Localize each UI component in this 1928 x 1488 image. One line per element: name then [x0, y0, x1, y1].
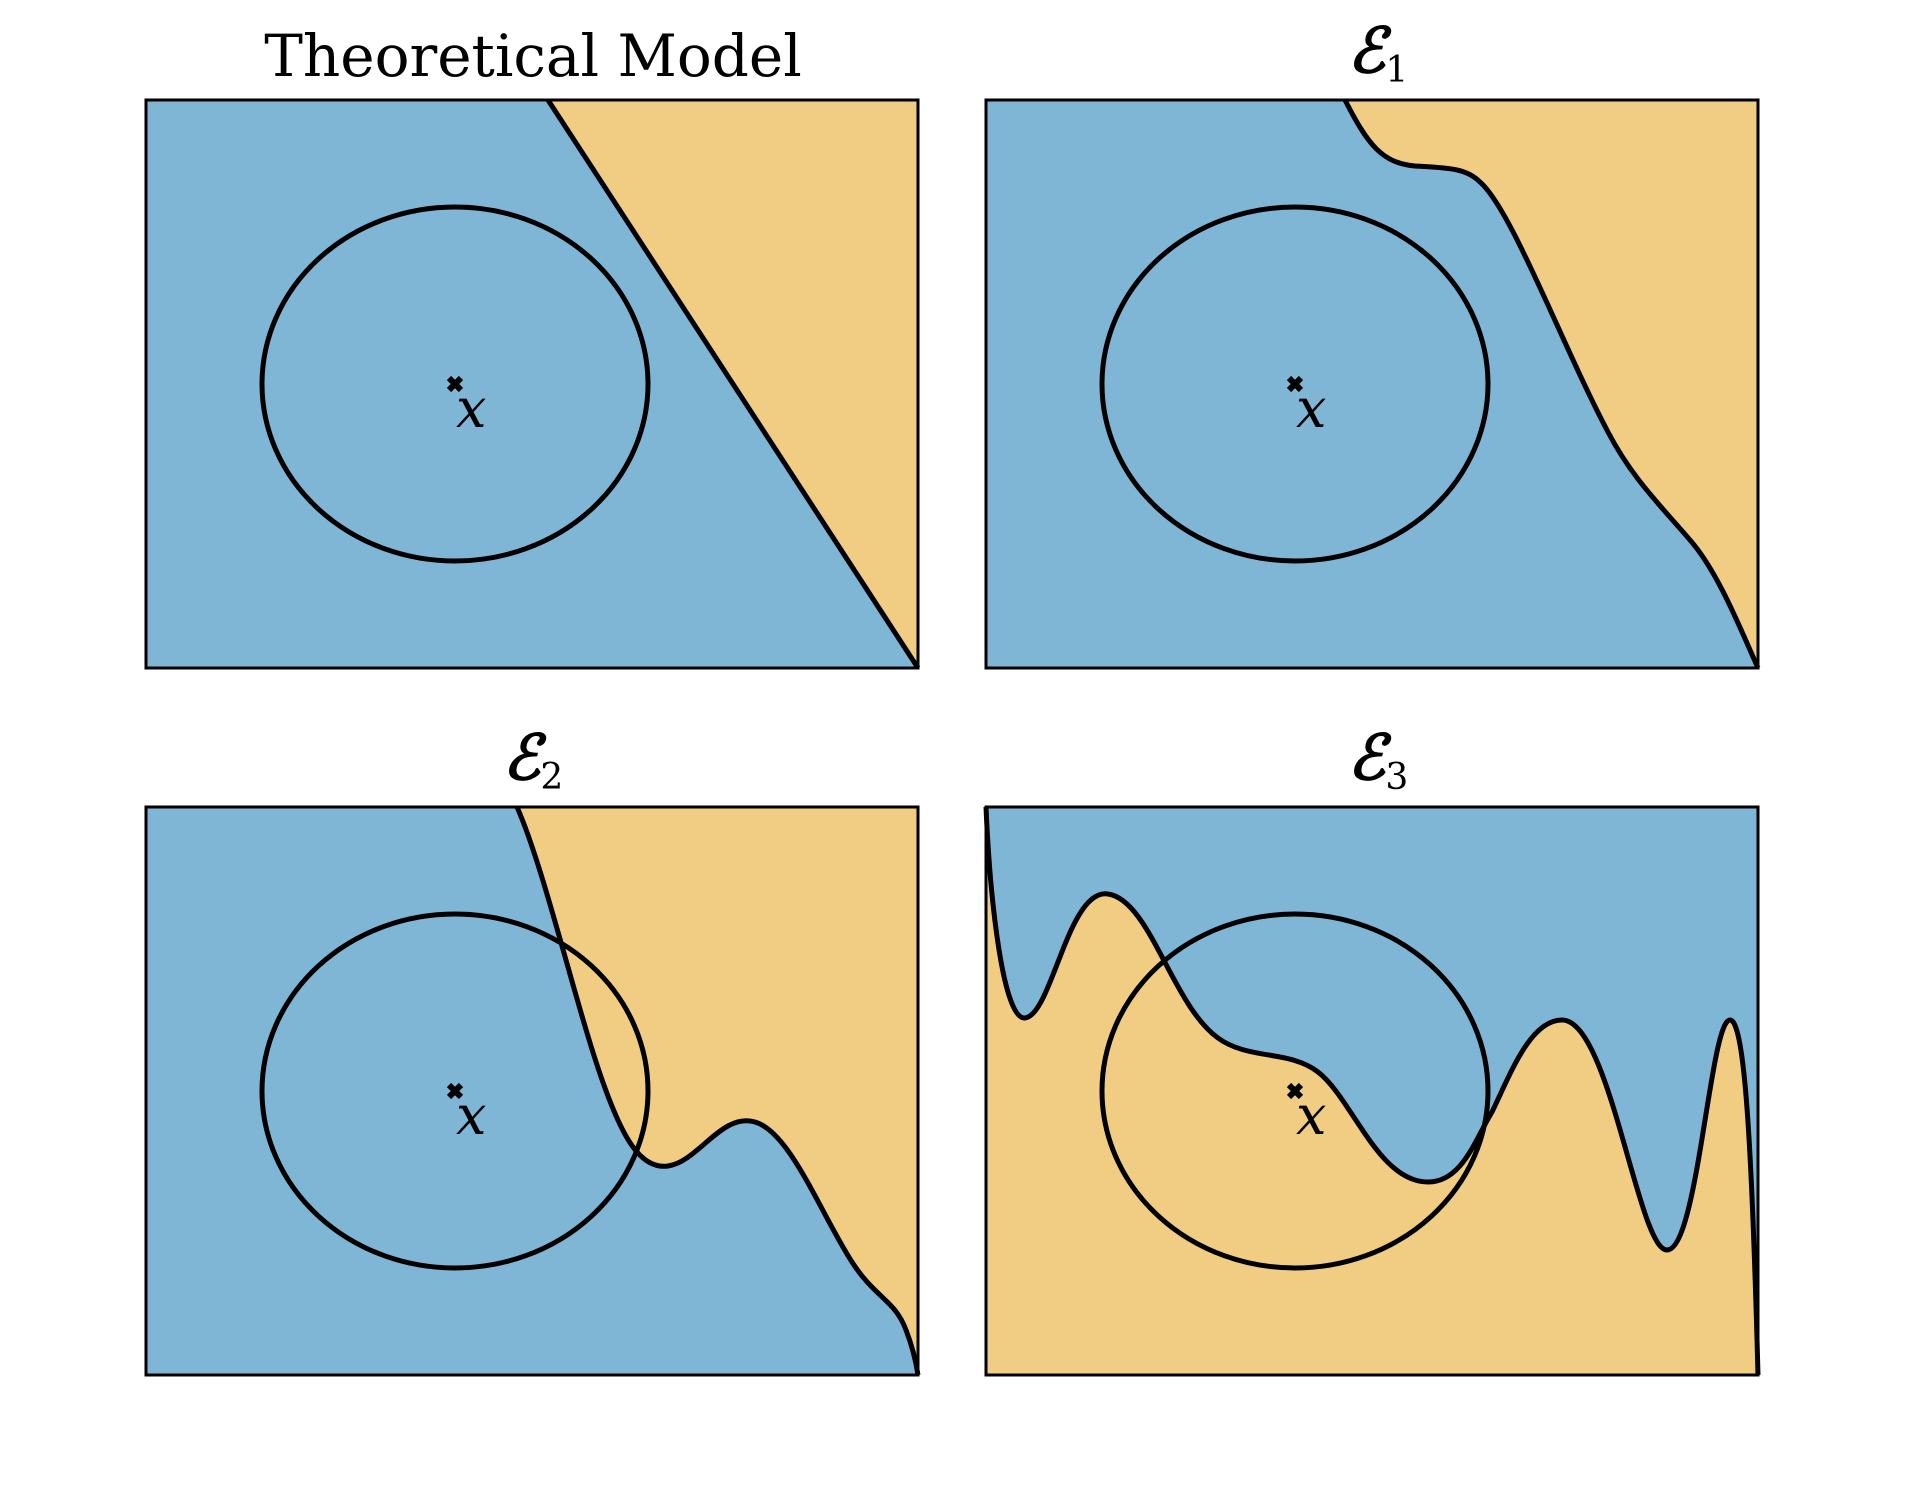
decision-boundary	[983, 806, 1761, 1376]
perturbation-ball	[1099, 911, 1491, 1271]
perturbation-ball	[1099, 204, 1491, 564]
point-label: x	[1296, 1084, 1326, 1147]
decision-boundary	[1342, 98, 1761, 670]
panel-e1: ℰ1 x	[984, 14, 1761, 670]
decision-boundary	[514, 805, 921, 1376]
axes-frame	[984, 805, 1760, 1377]
point-marker-icon	[1286, 375, 1304, 393]
title-subscript: 2	[540, 757, 563, 798]
point-marker-icon	[1286, 1082, 1304, 1100]
panel-theoretical: Theoretical Model x	[144, 22, 921, 670]
panel-e2: ℰ2 x	[144, 721, 921, 1377]
region-b	[1345, 100, 1758, 668]
decision-boundary	[545, 98, 921, 670]
point-marker-icon	[446, 1082, 464, 1100]
axes-frame	[144, 805, 920, 1377]
point-label: x	[1296, 377, 1326, 440]
perturbation-ball	[259, 204, 651, 564]
perturbation-ball	[259, 911, 651, 1271]
title-symbol: ℰ	[1348, 721, 1392, 794]
point-label: x	[456, 377, 486, 440]
panel-title-e2: ℰ2	[503, 721, 563, 798]
panel-title-theoretical: Theoretical Model	[264, 22, 802, 90]
region-b	[517, 807, 918, 1375]
panel-e3: ℰ3 x	[983, 721, 1761, 1377]
title-symbol: ℰ	[1348, 14, 1392, 87]
title-symbol: ℰ	[503, 721, 547, 794]
title-subscript: 3	[1385, 757, 1408, 798]
axes-frame	[144, 98, 920, 670]
panel-title-e1: ℰ1	[1348, 14, 1408, 91]
axes-frame	[984, 98, 1760, 670]
panel-title-e3: ℰ3	[1348, 721, 1408, 798]
point-marker-icon	[446, 375, 464, 393]
title-subscript: 1	[1385, 50, 1408, 91]
point-label: x	[456, 1084, 486, 1147]
